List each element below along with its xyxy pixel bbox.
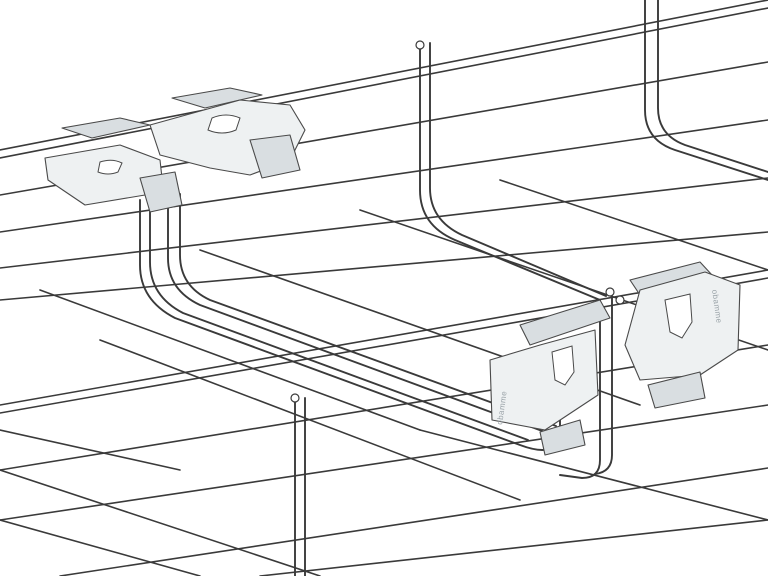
top-left-coupler-clip xyxy=(44,117,183,213)
wire-end-caps xyxy=(290,40,625,403)
front-tray-cross-wires xyxy=(0,295,768,576)
top-center-coupler-clip xyxy=(149,87,306,179)
right-rear-coupler-clip: obamme xyxy=(624,261,741,409)
right-front-coupler-clip: obamme xyxy=(489,299,611,456)
